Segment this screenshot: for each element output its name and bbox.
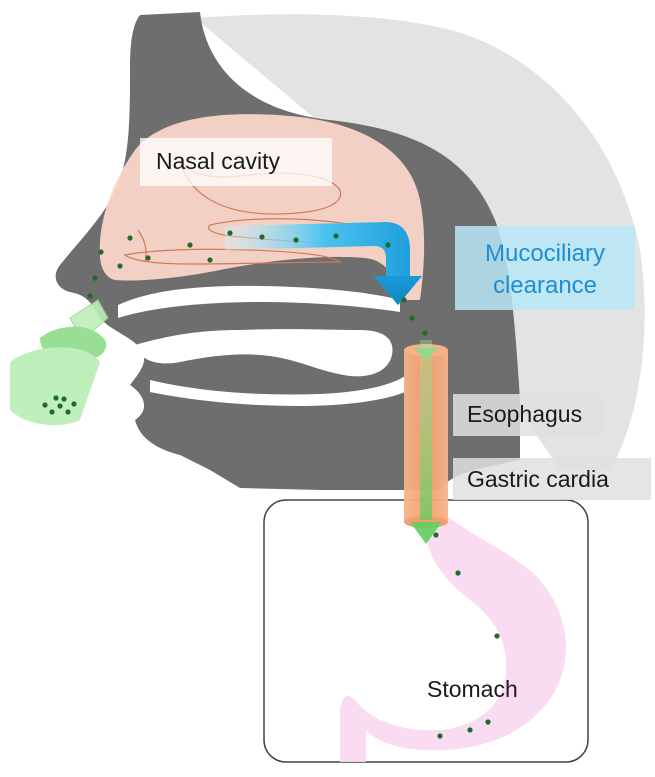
particle (53, 395, 59, 401)
particle (385, 242, 391, 248)
particle (207, 257, 213, 263)
spray-device (10, 299, 109, 426)
turbinate-line-lower (123, 248, 342, 265)
particle (422, 330, 428, 336)
stomach-label: Stomach (427, 676, 518, 702)
particle (117, 263, 123, 269)
green-flow-shaft (420, 340, 432, 520)
esophagus-label-box: Esophagus (453, 394, 603, 436)
particle (409, 315, 415, 321)
green-flow-arrowhead (410, 522, 442, 544)
particle (494, 633, 500, 639)
esophagus-label: Esophagus (467, 401, 583, 427)
particle (65, 409, 71, 415)
particle (467, 727, 473, 733)
mouth-cavity-shape (135, 329, 393, 377)
head-back-shape (195, 14, 645, 470)
particle (187, 242, 193, 248)
mucociliary-label-line2: clearance (492, 272, 598, 299)
nasal-cavity-label: Nasal cavity (156, 148, 280, 174)
mucociliary-arrow-body (225, 222, 422, 305)
particle (42, 402, 48, 408)
particle (293, 237, 299, 243)
particle (71, 401, 77, 407)
particles (42, 230, 500, 739)
spray-bottle (10, 347, 100, 426)
particle (259, 234, 265, 240)
particle (145, 255, 151, 261)
turbinate-line-front (137, 229, 147, 263)
particle (98, 249, 104, 255)
mucociliary-arrow-head (374, 276, 422, 305)
particle (127, 235, 133, 241)
particle (333, 233, 339, 239)
nasal-cavity-label-box: Nasal cavity (140, 138, 332, 186)
mucociliary-clearance-label-box: Mucociliary clearance (455, 226, 635, 310)
particle (227, 230, 233, 236)
particle (455, 570, 461, 576)
green-flow-top (414, 348, 438, 360)
particle (433, 532, 439, 538)
stomach-shape (340, 512, 566, 762)
particle (61, 396, 67, 402)
gastric-cardia-label: Gastric cardia (467, 466, 609, 492)
particle (401, 297, 407, 303)
particle (485, 719, 491, 725)
particle (49, 409, 55, 415)
mucociliary-label-line1: Mucociliary (484, 240, 606, 267)
gastric-cardia-label-box: Gastric cardia (453, 458, 651, 500)
particle (87, 293, 93, 299)
particle (437, 733, 443, 739)
jaw-gap-shape (150, 376, 405, 406)
particle (92, 275, 98, 281)
particle (57, 403, 63, 409)
palate-shape (118, 285, 400, 318)
